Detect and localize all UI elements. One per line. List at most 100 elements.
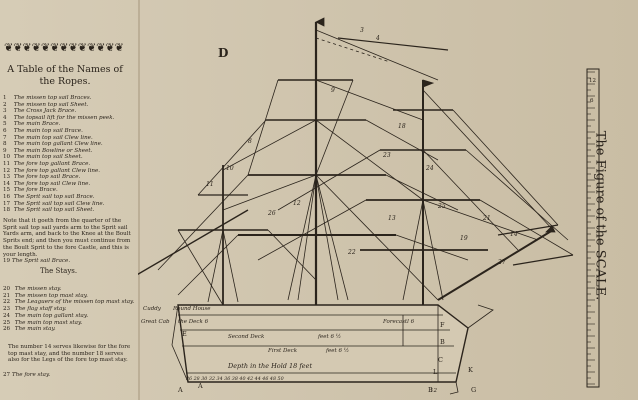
svg-text:21: 21 [482,215,491,222]
stay-number: 24 [3,312,11,319]
label-cuddy: Cuddy [143,306,162,312]
svg-text:3: 3 [360,27,364,34]
scale-label-12: 12 [589,78,596,84]
svg-text:26: 26 [267,210,276,217]
svg-text:8: 8 [248,138,252,145]
measuring-scale: 12 6 [586,68,600,388]
bowsprit [437,229,554,301]
rope-list: 1 The missen top sail Braces.2 The misse… [3,95,133,214]
rope-name: The main top sail Brace. [13,127,83,134]
svg-text:13: 13 [388,215,396,222]
label-second-deck: Second Deck [228,334,265,340]
rope-row: 3 The Cross Jack Brace. [3,108,133,115]
svg-text:19: 19 [460,235,468,242]
rope-number: 8 [3,141,7,148]
rope-number: 6 [3,127,7,134]
rope-row: 9 The main Bowline or Sheet. [3,148,133,155]
label-the-deck: the Deck 6 [178,319,209,325]
rope-name: The main top sail Sheet. [13,154,83,161]
hull-letter: E [182,330,187,338]
rope-name: The topsail lift for the missen peek. [13,114,115,121]
svg-text:10: 10 [226,165,234,172]
rope-row: 11 The fore top gallant Brace. [3,161,133,168]
label-great-cabin: Great Cab [141,319,170,325]
rope-name: The fore top gallant Brace. [13,160,91,167]
rope-row: 14 The fore top sail Clew line. [3,181,133,188]
rope-row: 16 The Sprit sail top sail Brace. [3,194,133,201]
stay-row: 23 The flag staff stay. [3,306,133,313]
rope-number: 7 [3,134,7,141]
stay-number: 21 [3,292,11,299]
stay-name: The main stay. [14,326,56,333]
main-pennant [315,17,325,27]
rope-name: The Sprit sail top sail Clew line. [13,200,105,207]
label-round-house: Round House [172,306,211,312]
hull-letter: L [433,368,438,376]
rope-row: 12 The fore top gallant Clew line. [3,168,133,175]
rope-name: The missen top sail Braces. [13,95,92,101]
stay-number: 20 [3,286,11,292]
stay-number: 23 [3,306,11,313]
hull-letter: K [468,366,473,374]
hull-letter: A [197,382,203,390]
rope-name: The Sprit sail Brace. [11,258,71,265]
rope-name: The main Bowline or Sheet. [13,147,93,154]
stay-number: 26 [3,326,11,333]
rope-row: 15 The fore Brace. [3,187,133,194]
hull-letter: B [440,338,445,346]
rope-number: 3 [3,108,7,115]
ship-hull [171,304,494,395]
rope-row: 4 The topsail lift for the missen peek. [3,115,133,122]
stay-number: 22 [3,299,11,306]
svg-text:12: 12 [293,200,301,207]
rope-number: 16 [3,193,11,200]
stay-row: 22 The Leaguers of the missen top mast s… [3,299,134,306]
stay-row: 24 The main top gallant stay. [3,313,133,320]
label-12: 12 [430,388,437,394]
label-forecastle: Forecastl 6 [382,319,415,325]
rope-name: The Sprit sail top sail Brace. [13,193,95,200]
label-first-deck-height: feet 6 ½ [325,347,349,354]
stay-number: 25 [3,319,11,326]
rope-name: The main Brace. [13,121,61,128]
rope-row: 18 The Sprit sail top sail Sheet. [3,207,133,214]
rope-row: 1 The missen top sail Braces. [3,95,133,102]
hull-letter: C [438,356,443,364]
rope-number: 17 [3,200,11,207]
scale-label-6: 6 [590,98,594,104]
rope-number: 12 [3,167,11,174]
rope-number: 18 [3,207,11,214]
rope-row: 10 The main top sail Sheet. [3,154,133,161]
rope-number: 15 [3,187,11,194]
rope-row: 17 The Sprit sail top sail Clew line. [3,201,133,208]
rope-name: The fore stay. [11,372,51,378]
rope-row-last: 27 The fore stay. [3,372,50,378]
svg-text:23: 23 [382,152,391,159]
svg-text:9: 9 [331,87,335,94]
rope-number: 19 [3,258,11,265]
rope-row: 5 The main Brace. [3,121,133,128]
note-text: Note that it goeth from the quarter of t… [3,218,131,258]
svg-text:27: 27 [497,259,506,266]
stay-list: 20 The missen stay.21 The missen top mas… [3,286,134,333]
label-first-deck: First Deck [267,348,298,354]
stay-row: 20 The missen stay. [3,286,133,293]
svg-text:4: 4 [375,35,380,42]
rope-number: 4 [3,114,7,121]
stay-name: The missen top mast stay. [14,292,88,299]
figure-letter-d: D [218,46,229,60]
hull-letter: B [428,386,433,394]
rope-number: 11 [3,160,11,167]
stay-name: The flag staff stay. [14,306,67,313]
rope-number: 5 [3,121,7,128]
rope-row: 8 The main top gallant Clew line. [3,141,133,148]
rope-name: The fore top sail Brace. [13,174,81,181]
rope-number: 9 [3,147,7,154]
rope-row: 7 The main top sail Clew line. [3,135,133,142]
table-title: A Table of the Names of the Ropes. [7,64,123,87]
svg-text:25: 25 [437,203,446,210]
rope-name: The missen top sail Sheet. [13,101,89,108]
svg-text:11: 11 [206,181,214,188]
stay-name: The missen stay. [14,286,62,292]
